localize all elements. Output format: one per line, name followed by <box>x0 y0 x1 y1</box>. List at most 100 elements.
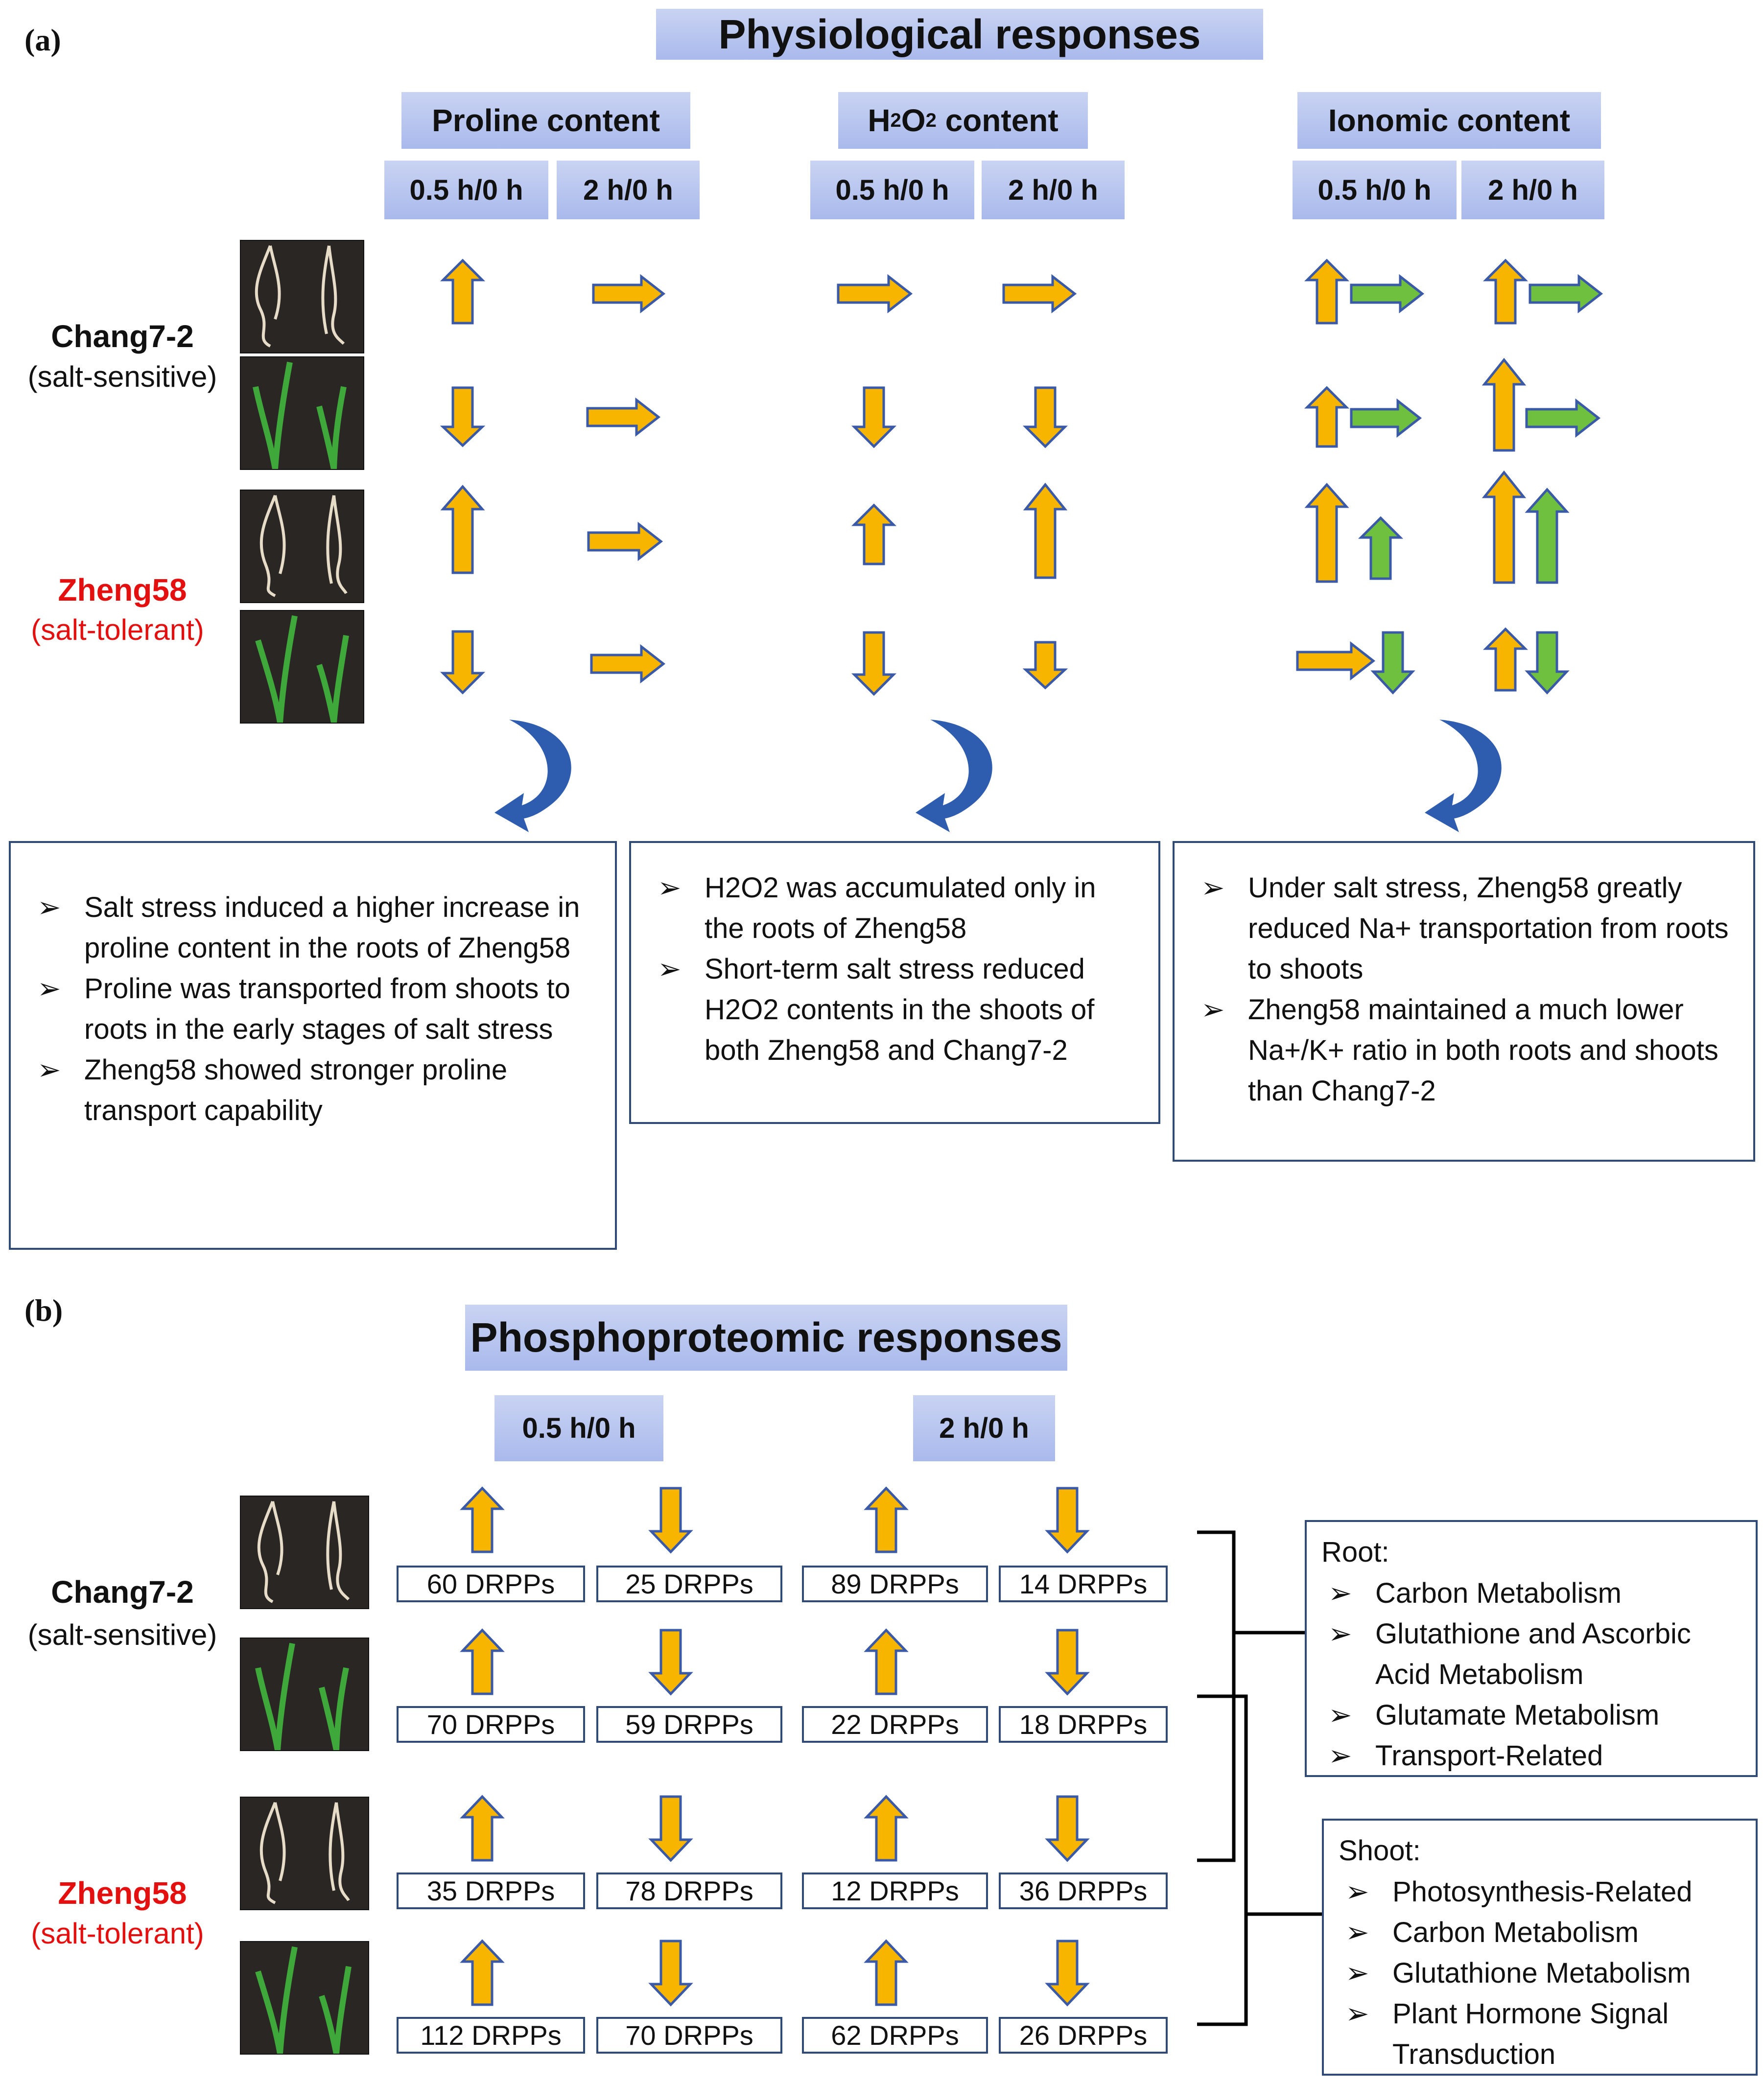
right-arrow-icon <box>587 521 663 562</box>
up-arrow-icon <box>1023 482 1068 579</box>
proline-findings-box: ➢Salt stress induced a higher increase i… <box>9 841 617 1250</box>
shoot-photo-chang7-2-b <box>240 1638 369 1751</box>
drpp-count-box: 22 DRPPs <box>802 1706 988 1743</box>
proline-content-header: Proline content <box>401 92 690 149</box>
drpp-count-box: 112 DRPPs <box>397 2017 585 2054</box>
right-arrow-icon <box>1296 641 1376 681</box>
drpp-count-box: 70 DRPPs <box>397 1706 585 1743</box>
down-arrow-icon <box>851 631 897 696</box>
time-header-proline-2h: 2 h/0 h <box>557 161 700 219</box>
cultivar-name-chang7-2-a: Chang7-2 <box>51 319 194 354</box>
down-arrow-icon <box>440 630 486 695</box>
down-arrow-icon <box>648 1795 693 1862</box>
time-header-b-05h: 0.5 h/0 h <box>494 1395 663 1461</box>
bracket-connector <box>1197 1530 1322 2026</box>
right-arrow-icon <box>837 274 913 314</box>
right-arrow-icon <box>1525 398 1601 438</box>
up-arrow-icon <box>1304 258 1350 325</box>
curved-arrow-icon <box>494 720 571 832</box>
up-arrow-icon <box>864 1628 909 1695</box>
right-arrow-icon <box>1529 274 1603 314</box>
right-arrow-icon <box>586 397 661 437</box>
drpp-count-box: 60 DRPPs <box>397 1566 585 1602</box>
time-header-proline-05h: 0.5 h/0 h <box>384 161 548 219</box>
shoot-photo-zheng58-a <box>240 610 364 724</box>
down-arrow-icon <box>648 1940 693 2007</box>
root-pathway-item: ➢Glutathione and Ascorbic Acid Metabolis… <box>1328 1618 1691 1690</box>
cultivar-type-zheng58-b: (salt-tolerant) <box>31 1917 204 1950</box>
right-arrow-icon <box>1002 274 1077 314</box>
up-arrow-icon <box>460 1486 505 1553</box>
cultivar-name-chang7-2-b: Chang7-2 <box>51 1574 194 1610</box>
drpp-count-box: 14 DRPPs <box>999 1566 1168 1602</box>
root-pathway-item: ➢Glutamate Metabolism <box>1328 1699 1660 1731</box>
up-arrow-icon <box>864 1795 909 1862</box>
drpp-count-box: 89 DRPPs <box>802 1566 988 1602</box>
drpp-count-box: 25 DRPPs <box>596 1566 782 1602</box>
shoot-pathway-item: ➢Photosynthesis-Related <box>1345 1876 1693 1908</box>
down-arrow-icon <box>1045 1487 1090 1554</box>
drpp-count-box: 18 DRPPs <box>999 1706 1168 1743</box>
right-arrow-icon <box>1350 398 1422 438</box>
up-arrow-icon <box>460 1939 505 2006</box>
root-pathways-box: Root: ➢Carbon Metabolism ➢Glutathione an… <box>1305 1520 1758 1777</box>
finding-item: ➢Zheng58 maintained a much lower Na+/K+ … <box>1201 994 1718 1107</box>
down-arrow-icon <box>1022 641 1068 690</box>
root-photo-zheng58-b <box>240 1797 369 1910</box>
right-arrow-icon <box>592 274 666 314</box>
root-pathway-item: ➢Transport-Related <box>1328 1740 1603 1772</box>
panel-b-label: (b) <box>24 1293 63 1328</box>
up-arrow-icon <box>864 1939 909 2006</box>
down-arrow-icon <box>851 386 897 448</box>
up-arrow-icon <box>1525 488 1570 584</box>
up-arrow-icon <box>460 1628 505 1695</box>
up-arrow-icon <box>1358 516 1404 580</box>
curved-arrow-icon <box>1425 720 1502 832</box>
up-arrow-icon <box>1304 483 1349 583</box>
down-arrow-icon <box>648 1629 693 1696</box>
drpp-count-box: 78 DRPPs <box>596 1872 782 1909</box>
down-arrow-icon <box>1045 1795 1090 1862</box>
down-arrow-icon <box>1022 386 1068 448</box>
right-arrow-icon <box>590 644 666 684</box>
root-pathway-item: ➢Carbon Metabolism <box>1328 1577 1622 1609</box>
up-arrow-icon <box>1482 357 1527 452</box>
cultivar-name-zheng58-a: Zheng58 <box>58 572 187 608</box>
root-photo-chang7-2-b <box>240 1496 369 1609</box>
up-arrow-icon <box>1482 627 1529 692</box>
shoot-pathway-item: ➢Glutathione Metabolism <box>1345 1957 1691 1989</box>
up-arrow-icon <box>440 485 485 574</box>
shoot-pathways-box: Shoot: ➢Photosynthesis-Related ➢Carbon M… <box>1322 1819 1758 2076</box>
cultivar-name-zheng58-b: Zheng58 <box>58 1875 187 1911</box>
root-title: Root: <box>1321 1536 1389 1568</box>
up-arrow-icon <box>1304 386 1350 448</box>
phosphoproteomic-responses-header: Phosphoproteomic responses <box>465 1305 1067 1371</box>
finding-item: ➢Proline was transported from shoots to … <box>37 973 570 1045</box>
drpp-count-box: 35 DRPPs <box>397 1872 585 1909</box>
right-arrow-icon <box>1350 274 1425 314</box>
root-photo-zheng58-a <box>240 490 364 603</box>
ionomic-findings-box: ➢Under salt stress, Zheng58 greatly redu… <box>1173 841 1755 1162</box>
h2o2-findings-box: ➢H2O2 was accumulated only in the roots … <box>629 841 1160 1124</box>
shoot-photo-zheng58-b <box>240 1941 369 2055</box>
time-header-h2o2-2h: 2 h/0 h <box>982 161 1125 219</box>
down-arrow-icon <box>1045 1629 1090 1696</box>
cultivar-type-chang7-2-b: (salt-sensitive) <box>27 1618 217 1651</box>
up-arrow-icon <box>1482 470 1527 584</box>
drpp-count-box: 62 DRPPs <box>802 2017 988 2054</box>
time-header-ionomic-2h: 2 h/0 h <box>1461 161 1604 219</box>
finding-item: ➢Zheng58 showed stronger proline transpo… <box>37 1054 508 1126</box>
down-arrow-icon <box>1370 631 1415 695</box>
drpp-count-box: 12 DRPPs <box>802 1872 988 1909</box>
down-arrow-icon <box>648 1487 693 1554</box>
down-arrow-icon <box>1525 631 1570 695</box>
finding-item: ➢Salt stress induced a higher increase i… <box>37 891 580 964</box>
time-header-ionomic-05h: 0.5 h/0 h <box>1293 161 1457 219</box>
up-arrow-icon <box>864 1486 909 1553</box>
physiological-responses-header: Physiological responses <box>656 9 1263 60</box>
finding-item: ➢H2O2 was accumulated only in the roots … <box>658 872 1096 944</box>
panel-a-label: (a) <box>24 23 61 57</box>
up-arrow-icon <box>851 503 897 565</box>
